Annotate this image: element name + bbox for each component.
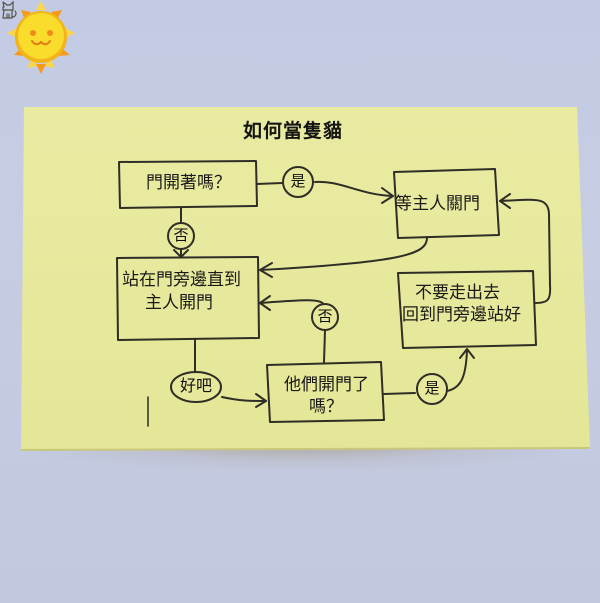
badge-no-left-circle bbox=[167, 222, 195, 250]
badge-yes-top-circle bbox=[282, 166, 314, 198]
edge-label-yes-top: 是 bbox=[290, 172, 306, 190]
badge-yes-bottom-circle bbox=[416, 373, 448, 405]
node-stand-line2: 主人開門 bbox=[145, 293, 213, 313]
box-wait-owner bbox=[393, 168, 500, 239]
box-stand-by-door bbox=[116, 256, 260, 341]
node-they-open-line2: 嗎？ bbox=[309, 397, 343, 417]
node-dont-go-line1: 不要走出去 bbox=[415, 283, 500, 303]
badge-no-mid-circle bbox=[311, 303, 339, 331]
cat-icon bbox=[2, 0, 17, 19]
node-door-open: 門開著嗎？ bbox=[146, 173, 231, 193]
node-they-open-line1: 他們開門了 bbox=[284, 375, 369, 395]
box-dont-go-out bbox=[397, 270, 537, 349]
node-stand-line1: 站在門旁邊直到 bbox=[122, 270, 241, 290]
edge-label-no-mid: 否 bbox=[317, 307, 333, 325]
note-paper bbox=[21, 107, 590, 450]
edge-label-no-left: 否 bbox=[173, 226, 189, 244]
page-title: 如何當隻貓 bbox=[243, 120, 344, 142]
box-they-opened bbox=[266, 361, 385, 423]
node-wait-owner: 等主人關門 bbox=[395, 194, 480, 214]
edge-label-yes-bottom: 是 bbox=[424, 379, 440, 397]
node-dont-go-line2: 回到門旁邊站好 bbox=[402, 305, 521, 325]
badge-ok-ellipse bbox=[170, 371, 222, 403]
smiling-sun-icon bbox=[7, 1, 75, 74]
edge-label-ok: 好吧 bbox=[179, 376, 212, 395]
box-door-open bbox=[118, 160, 258, 209]
